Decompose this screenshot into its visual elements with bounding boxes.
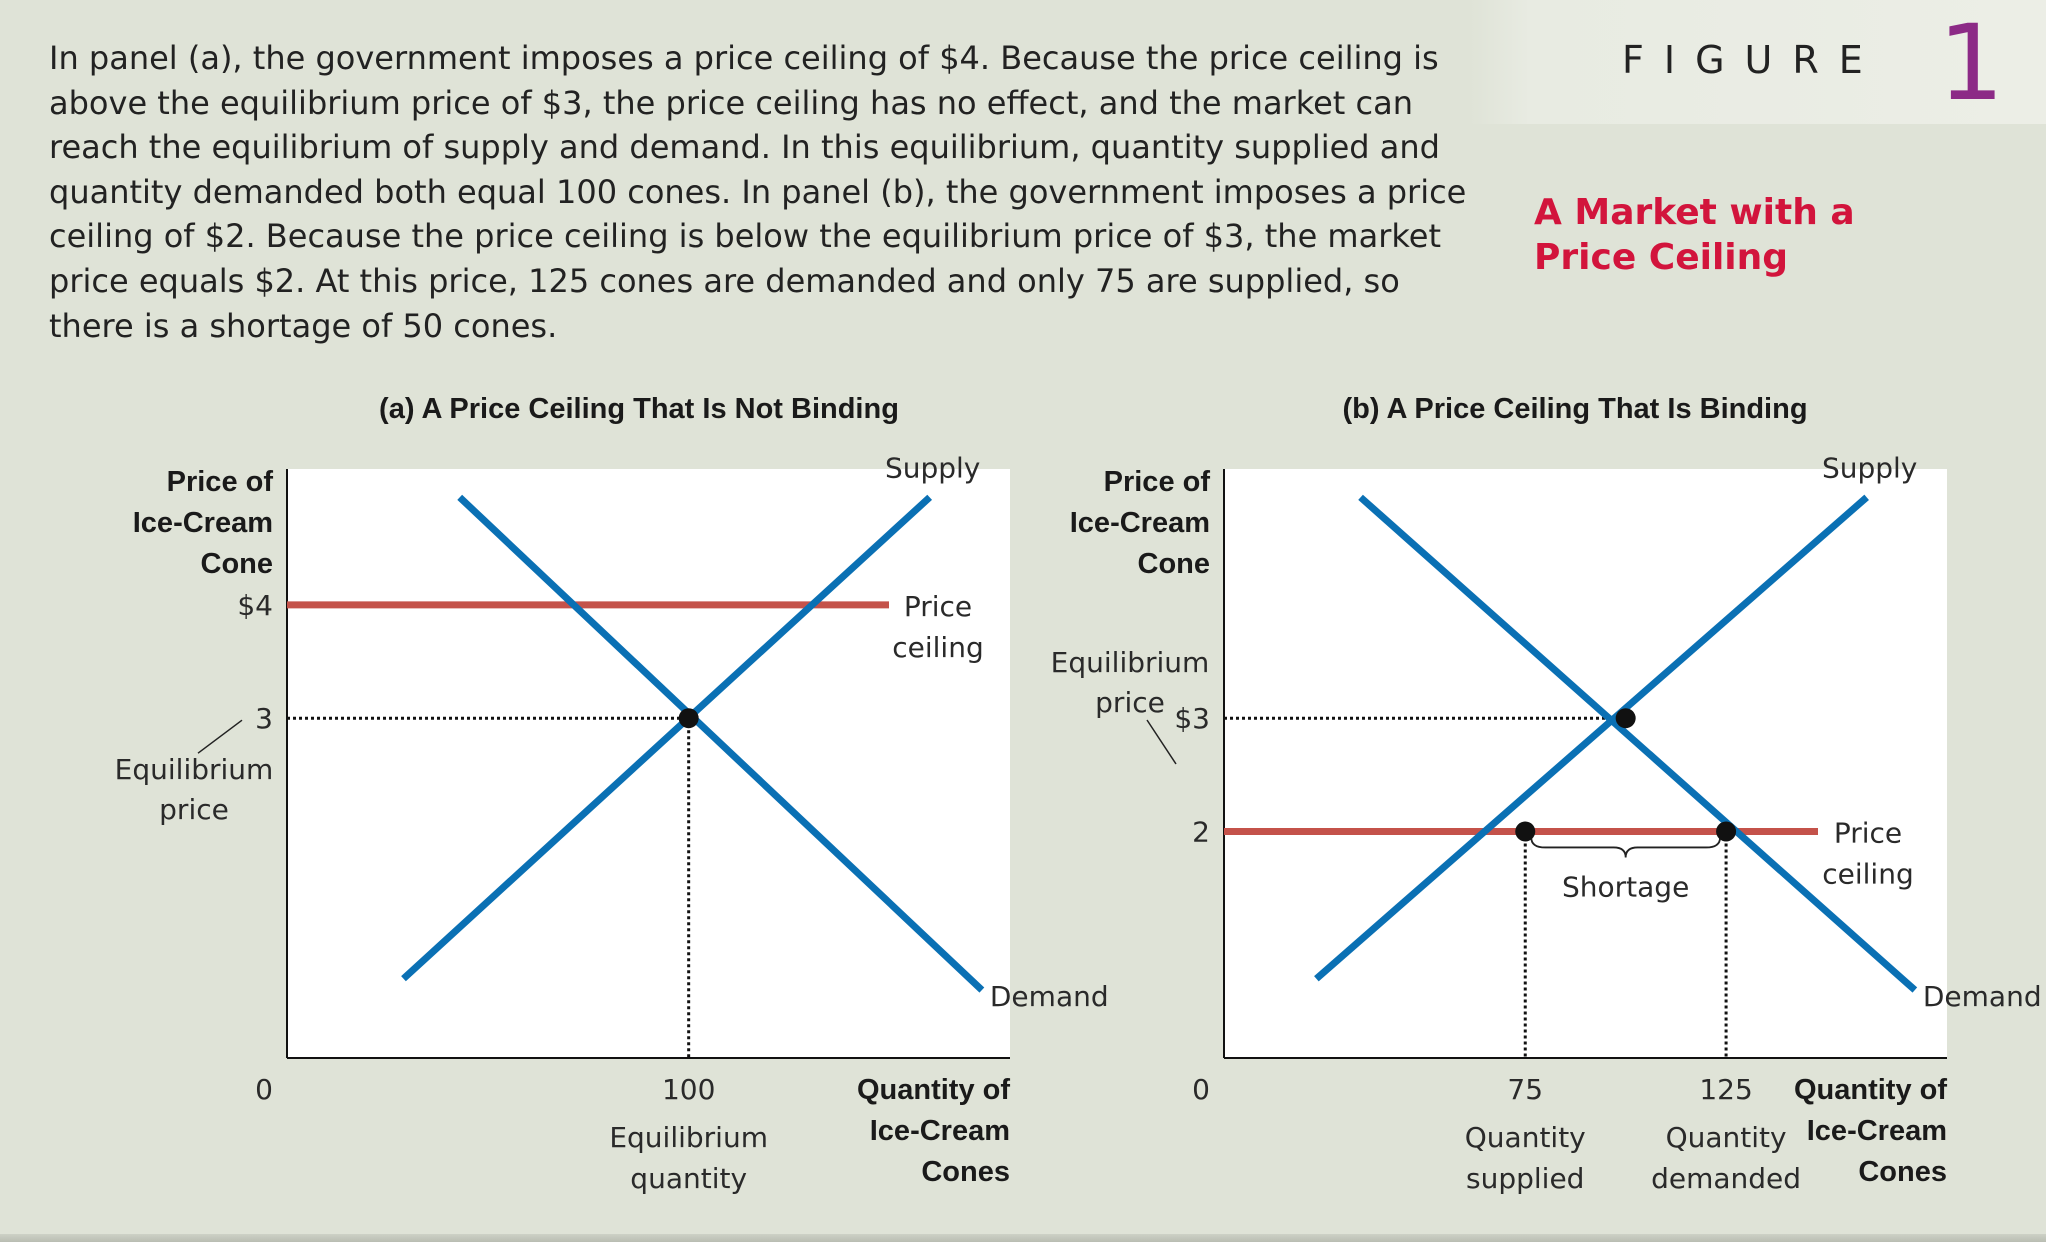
panel-a-price-ceiling-label-line-1: Price xyxy=(904,590,972,623)
panel-a-eq-price-label-line-1: Equilibrium xyxy=(115,753,274,786)
panel-a-eq-price-label-line-2: price xyxy=(159,793,229,826)
bottom-shadow xyxy=(0,1234,2046,1242)
panel-b-supply-line xyxy=(1314,494,1869,982)
panel-b-y-tick-1: $3 xyxy=(1174,702,1210,735)
panel-a-x-tick-1: 100 xyxy=(662,1073,715,1106)
panel-b-x-tick-2-sublabel-line-2: demanded xyxy=(1651,1162,1801,1195)
panel-b-eq-price-leader xyxy=(1146,719,1177,765)
panel-b-x-tick-2: 125 xyxy=(1699,1073,1752,1106)
panel-b-plot-area xyxy=(1224,469,1947,1058)
panel-b-x-tick-2-sublabel-line-1: Quantity xyxy=(1666,1121,1787,1154)
panel-a-x-axis-label-line-1: Quantity of xyxy=(857,1074,1010,1106)
figure-header-box xyxy=(1470,0,2046,124)
figure-caption: In panel (a), the government imposes a p… xyxy=(49,39,1467,345)
panel-a-point-1 xyxy=(678,708,699,729)
panel-b-title: (b) A Price Ceiling That Is Binding xyxy=(1342,393,1807,425)
panel-b-origin-label: 0 xyxy=(1192,1073,1210,1106)
panel-b-x-axis-label-line-2: Ice-Cream xyxy=(1807,1115,1947,1147)
panel-b-point-2 xyxy=(1515,821,1536,842)
figure-title: A Market with a Price Ceiling xyxy=(1534,192,1855,278)
panel-a-y-axis-label-line-2: Ice-Cream xyxy=(133,507,273,539)
panel-a-x-axis-label-line-3: Cones xyxy=(921,1156,1010,1188)
panel-a-y-tick-2: 3 xyxy=(255,702,273,735)
panel-b-x-tick-1-sublabel-line-2: supplied xyxy=(1466,1162,1584,1195)
panel-b-x-axis-label-line-3: Cones xyxy=(1858,1156,1947,1188)
panel-a-demand-line xyxy=(457,494,985,993)
panel-b-eq-price-label-line-2: price xyxy=(1095,686,1165,719)
panel-b-x-axis-label-line-1: Quantity of xyxy=(1794,1074,1947,1106)
panel-a-price-ceiling-label-line-2: ceiling xyxy=(892,631,983,664)
panel-b-demand-label: Demand xyxy=(1923,980,2042,1013)
figure-number: 1 xyxy=(1938,2,2005,124)
panel-a-x-axis-label-line-2: Ice-Cream xyxy=(870,1115,1010,1147)
panel-a-y-tick-1: $4 xyxy=(237,589,273,622)
panel-a-supply-line xyxy=(401,494,933,982)
panel-b-shortage-label: Shortage xyxy=(1562,870,1689,903)
panel-b-x-tick-1: 75 xyxy=(1507,1073,1543,1106)
panel-a-title: (a) A Price Ceiling That Is Not Binding xyxy=(379,393,899,425)
panel-b: (b) A Price Ceiling That Is BindingPrice… xyxy=(1051,393,2042,1195)
panel-b-supply-label: Supply xyxy=(1822,451,1917,484)
panel-b-y-axis-label-line-2: Ice-Cream xyxy=(1070,507,1210,539)
panel-b-point-1 xyxy=(1615,708,1636,729)
panel-a-eq-price-leader xyxy=(197,719,243,754)
panel-a-plot-area xyxy=(287,469,1010,1058)
panel-a-origin-label: 0 xyxy=(255,1073,273,1106)
panel-b-x-tick-1-sublabel-line-1: Quantity xyxy=(1465,1121,1586,1154)
panel-b-demand-line xyxy=(1358,494,1918,993)
panel-a: (a) A Price Ceiling That Is Not BindingP… xyxy=(115,393,1109,1195)
panel-a-y-axis-label-line-1: Price of xyxy=(167,466,274,498)
panel-a-x-tick-1-sublabel-line-1: Equilibrium xyxy=(609,1121,768,1154)
figure-label: FIGURE xyxy=(1622,38,1883,82)
panel-b-price-ceiling-label-line-1: Price xyxy=(1834,816,1902,849)
panel-b-y-axis-label-line-1: Price of xyxy=(1104,466,1211,498)
panel-b-eq-price-label-line-1: Equilibrium xyxy=(1051,646,1210,679)
panel-a-supply-label: Supply xyxy=(885,451,980,484)
panel-a-x-tick-1-sublabel-line-2: quantity xyxy=(630,1162,747,1195)
panel-b-point-3 xyxy=(1716,821,1737,842)
panel-b-price-ceiling-label-line-2: ceiling xyxy=(1822,857,1913,890)
panel-b-y-tick-2: 2 xyxy=(1192,815,1210,848)
panel-a-y-axis-label-line-3: Cone xyxy=(201,548,274,580)
panel-a-demand-label: Demand xyxy=(990,980,1109,1013)
panel-b-y-axis-label-line-3: Cone xyxy=(1138,548,1211,580)
